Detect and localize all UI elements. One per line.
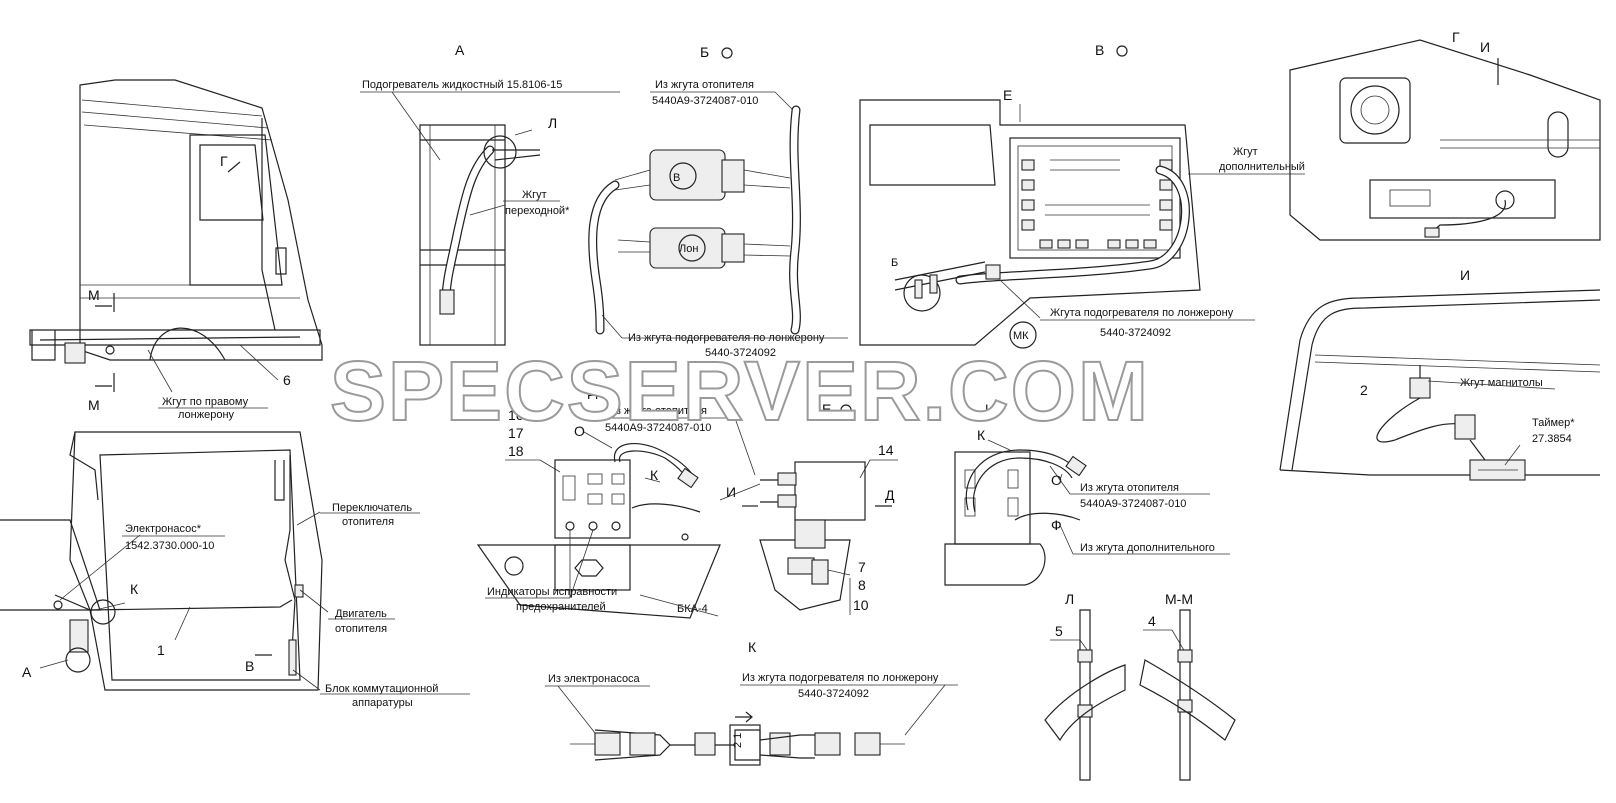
callout-jgut-perekhod-2: переходной*: [505, 205, 570, 217]
marker-k-d: К: [650, 467, 659, 483]
callout-i-from-1: Из жгута отопителя: [1080, 482, 1179, 494]
callout-jgut-magnitoly: Жгут магнитолы: [1460, 377, 1543, 389]
section-i-middle-title: И: [985, 401, 995, 417]
marker-7: 7: [858, 559, 866, 575]
callout-k-podogr-2: 5440-3724092: [798, 688, 869, 700]
callout-pereklyuch-1: Переключатель: [332, 502, 412, 514]
marker-18: 18: [508, 443, 524, 459]
callout-jgut-right-2: лонжерону: [178, 409, 235, 421]
callout-jgut-perekhod-1: Жгут: [522, 189, 547, 201]
callout-d-from-2: 5440А9-3724087-010: [605, 422, 711, 434]
watermark: SPECSERVER.COM: [330, 344, 1150, 438]
callout-jgut-podogr-v-1: Жгута подогревателя по лонжерону: [1050, 307, 1234, 319]
marker-k-i: К: [977, 427, 986, 443]
section-d: Д Из жгута отопителя 5440А9-3724087-010 …: [476, 383, 756, 619]
marker-14: 14: [878, 442, 894, 458]
callout-indik-2: предохранителей: [516, 601, 606, 613]
marker-4: 4: [1148, 613, 1156, 629]
marker-o-d: О: [574, 423, 585, 439]
marker-2: 2: [1360, 382, 1368, 398]
section-e: Е 14 И Д 7 8 10: [719, 401, 898, 615]
plug-mark: 2 1: [732, 733, 744, 748]
marker-o-i: О: [1051, 472, 1062, 488]
section-i-right-title: И: [1460, 267, 1470, 283]
marker-10: 10: [853, 597, 869, 613]
marker-b-harness: Б: [891, 257, 898, 269]
section-e-marker: Е: [1003, 87, 1012, 103]
section-a: А Подогреватель жидкостный 15.8106-15 Л …: [360, 42, 620, 346]
marker-a-front: А: [22, 664, 32, 680]
section-d-title: Д: [588, 383, 598, 399]
marker-k-front: К: [130, 581, 139, 597]
callout-i-from-2: 5440А9-3724087-010: [1080, 498, 1186, 510]
section-i-arrow-label: И: [1480, 39, 1490, 55]
callout-taimer-2: 27.3854: [1532, 433, 1572, 445]
marker-5: 5: [1055, 623, 1063, 639]
callout-elnasos-2: 1542.3730.000-10: [125, 540, 214, 552]
fuse-rows: [1021, 159, 1173, 249]
section-k-title: К: [748, 639, 757, 655]
marker-6: 6: [283, 372, 291, 388]
section-b: Б Из жгута отопителя 5440А9-3724087-010 …: [588, 44, 848, 359]
callout-indik-1: Индикаторы исправности: [487, 586, 617, 598]
callout-pereklyuch-2: отопителя: [342, 516, 394, 528]
section-mm-title: М-М: [1165, 591, 1193, 607]
section-v-title: В: [1095, 42, 1104, 58]
callout-jgut-dop-2: дополнительный: [1219, 161, 1305, 173]
callout-d-from-1: Из жгута отопителя: [608, 405, 707, 417]
section-l-title: Л: [1065, 591, 1074, 607]
callout-from-heater-b-1: Из жгута отопителя: [655, 79, 754, 91]
section-v: В Е Жгут: [859, 42, 1305, 349]
marker-mk: МК: [1013, 330, 1029, 342]
connector-lon-label: Лон: [679, 243, 698, 255]
section-g: Г И: [1289, 29, 1601, 241]
callout-dvigatel-1: Двигатель: [335, 608, 387, 620]
marker-17: 17: [508, 425, 524, 441]
marker-d-e: Д: [885, 487, 895, 503]
callout-dvigatel-2: отопителя: [335, 623, 387, 635]
callout-jgut-right-1: Жгут по правому: [162, 396, 249, 408]
callout-jgut-podogr-v-2: 5440-3724092: [1100, 327, 1171, 339]
marker-8: 8: [858, 577, 866, 593]
callout-jgut-dop-1: Жгут: [1233, 146, 1258, 158]
marker-f: Ф: [1051, 517, 1062, 533]
section-l: Л 5: [1044, 591, 1126, 781]
callout-k-podogr-1: Из жгута подогревателя по лонжерону: [742, 672, 939, 684]
callout-i-dop: Из жгута дополнительного: [1080, 542, 1215, 554]
marker-i-e: И: [726, 484, 736, 500]
marker-1: 1: [157, 642, 165, 658]
connector-v-label: В: [673, 172, 680, 184]
section-mm: М-М 4: [1139, 591, 1236, 781]
section-b-title: Б: [700, 44, 709, 60]
callout-blok-1: Блок коммутационной: [325, 683, 438, 695]
marker-g-cab: Г: [220, 153, 228, 169]
marker-l-a: Л: [548, 115, 557, 131]
callout-from-heater-b-2: 5440А9-3724087-010: [652, 95, 758, 107]
marker-16: 16: [508, 407, 524, 423]
marker-m-top: М: [88, 287, 100, 303]
section-i-middle: И К О Из жгута отопителя 5440А9-3724087-…: [944, 401, 1230, 586]
marker-v-front: В: [245, 658, 254, 674]
cab-front-view: Электронасос* 1542.3730.000-10 Переключа…: [0, 431, 470, 709]
section-g-title: Г: [1452, 29, 1460, 45]
cab-side-view: Г М М 6 Жгут по правому лонжерону: [29, 79, 323, 421]
callout-heater: Подогреватель жидкостный 15.8106-15: [362, 79, 562, 91]
callout-blok-2: аппаратуры: [352, 697, 413, 709]
callout-elnasos-1: Электронасос*: [125, 523, 202, 535]
callout-from-podogr-b-2: 5440-3724092: [705, 347, 776, 359]
section-i-right: И 2 Жгут магнитолы Таймер* 27.3854: [1279, 267, 1601, 481]
callout-taimer-1: Таймер*: [1532, 417, 1575, 429]
callout-k-nasos: Из электронасоса: [548, 673, 641, 685]
section-k: К Из электронасоса Из жгута подогревател…: [545, 639, 958, 766]
section-e-title: Е: [822, 401, 831, 417]
section-a-title: А: [455, 42, 465, 58]
marker-m-bottom: М: [88, 397, 100, 413]
